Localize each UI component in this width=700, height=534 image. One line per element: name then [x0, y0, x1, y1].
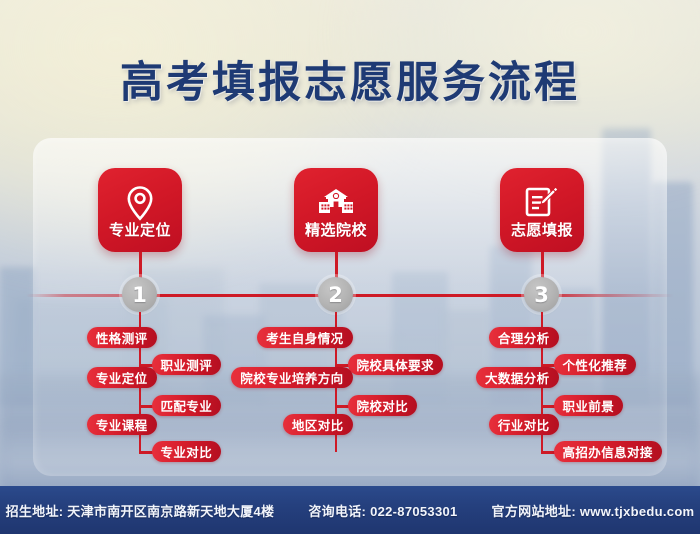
branch-2: 考生自身情况 院校具体要求 院校专业培养方向 院校对比 地区对比	[231, 312, 535, 462]
branch-1-connector-right-3	[138, 451, 153, 454]
step-node-1-number: 1	[132, 282, 147, 307]
step-card-2[interactable]: 精选院校	[294, 168, 378, 280]
branch-1-pill-1[interactable]: 性格测评	[86, 327, 157, 348]
footer-address: 招生地址: 天津市南开区南京路新天地大厦4楼	[5, 503, 275, 519]
branch-1-pill-4[interactable]: 匹配专业	[151, 395, 222, 416]
branch-3-pill-5[interactable]: 行业对比	[488, 414, 559, 435]
branch-1-connector-right-2	[138, 405, 153, 408]
footer-phone: 咨询电话: 022-87053301	[308, 503, 458, 519]
step-card-2-label: 精选院校	[304, 222, 367, 239]
branch-3-connector-right-2	[540, 405, 555, 408]
branch-1-pill-5[interactable]: 专业课程	[86, 414, 157, 435]
page-title: 高考填报志愿服务流程	[120, 60, 580, 107]
step-card-1-label: 专业定位	[108, 222, 171, 239]
branch-1-pill-3[interactable]: 专业定位	[86, 367, 157, 388]
branch-3-pill-3[interactable]: 大数据分析	[475, 367, 559, 388]
branch-2-pill-4[interactable]: 院校对比	[347, 395, 418, 416]
step-card-1[interactable]: 专业定位	[98, 168, 182, 280]
step-card-1-body[interactable]: 专业定位	[98, 168, 182, 252]
step-node-3-number: 3	[534, 282, 549, 307]
branch-2-pill-5[interactable]: 地区对比	[282, 414, 353, 435]
school-building-icon	[317, 184, 355, 222]
branch-1-pill-6[interactable]: 专业对比	[151, 441, 222, 462]
step-card-2-body[interactable]: 精选院校	[294, 168, 378, 252]
location-pin-icon	[125, 184, 155, 222]
branch-1-pill-2[interactable]: 职业测评	[151, 354, 222, 375]
step-card-3[interactable]: 志愿填报	[500, 168, 584, 280]
footer-bar: 招生地址: 天津市南开区南京路新天地大厦4楼 咨询电话: 022-8705330…	[0, 486, 700, 534]
step-card-3-body[interactable]: 志愿填报	[500, 168, 584, 252]
branch-2-pill-3[interactable]: 院校专业培养方向	[231, 367, 353, 388]
branch-2-connector-right-1	[334, 364, 349, 367]
step-node-2[interactable]: 2	[318, 277, 353, 312]
branch-2-pill-2[interactable]: 院校具体要求	[347, 354, 443, 375]
branch-3-connector-right-3	[540, 451, 555, 454]
branch-2-connector-right-2	[334, 405, 349, 408]
branch-3-pill-2[interactable]: 个性化推荐	[553, 354, 637, 375]
step-node-1[interactable]: 1	[122, 277, 157, 312]
branch-3: 合理分析 个性化推荐 大数据分析 职业前景 行业对比 高招办信息对接	[475, 312, 700, 462]
step-node-3[interactable]: 3	[524, 277, 559, 312]
branch-1-connector-right-1	[138, 364, 153, 367]
branch-2-pill-1[interactable]: 考生自身情况	[257, 327, 353, 348]
step-2-stem	[335, 252, 338, 280]
branch-3-pill-6[interactable]: 高招办信息对接	[553, 441, 662, 462]
document-pencil-icon	[525, 184, 559, 222]
step-node-2-number: 2	[328, 282, 343, 307]
footer-website: 官方网站地址: www.tjxbedu.com	[491, 503, 695, 519]
branch-3-connector-right-1	[540, 364, 555, 367]
step-3-stem	[541, 252, 544, 280]
branch-3-pill-1[interactable]: 合理分析	[488, 327, 559, 348]
branch-3-pill-4[interactable]: 职业前景	[553, 395, 624, 416]
branch-1: 性格测评 职业测评 专业定位 匹配专业 专业课程 专业对比	[86, 312, 339, 462]
step-1-stem	[139, 252, 142, 280]
step-card-3-label: 志愿填报	[510, 222, 573, 239]
